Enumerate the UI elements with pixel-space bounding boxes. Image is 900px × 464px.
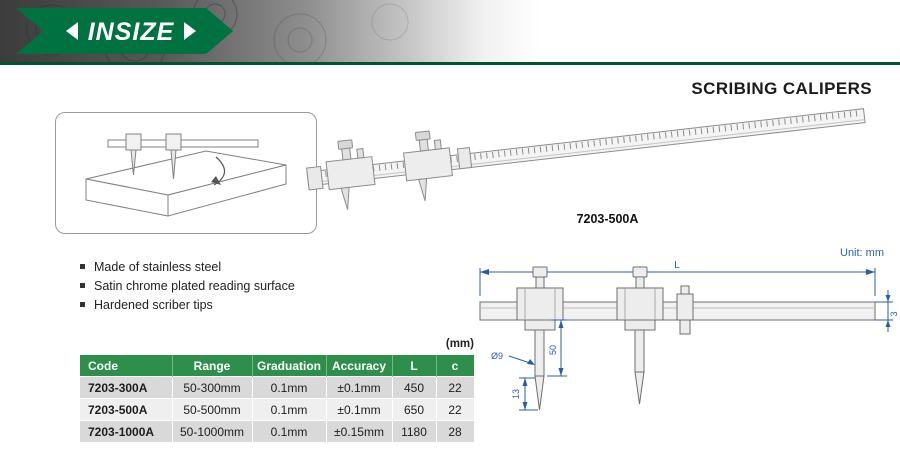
table-cell: 450 (392, 376, 437, 399)
table-cell: 50-500mm (172, 398, 253, 421)
table-cell: 0.1mm (252, 376, 327, 399)
table-header-l: L (392, 355, 437, 377)
table-cell: 0.1mm (252, 420, 327, 442)
table-header-range: Range (172, 355, 253, 377)
technical-diagram: L 3 Ø9 (479, 260, 899, 411)
table-row: 7203-300A 50-300mm 0.1mm ±0.1mm 450 22 (80, 376, 475, 399)
feature-item: Hardened scriber tips (80, 298, 295, 312)
table-cell: ±0.1mm (326, 376, 393, 399)
product-model-label: 7203-500A (576, 212, 639, 226)
table-cell: 7203-300A (80, 376, 173, 399)
dim-length-label: L (674, 260, 680, 271)
table-cell: 28 (436, 420, 475, 442)
table-header-graduation: Graduation (252, 355, 327, 377)
dim-tip-length-label: 13 (511, 389, 521, 399)
logo-ribbon (16, 8, 233, 54)
page-header: INSIZE (0, 0, 900, 62)
dim-thickness-label: 3 (889, 311, 899, 316)
insize-logo: INSIZE (16, 8, 233, 54)
table-cell: 50-1000mm (172, 420, 253, 442)
table-header-code: Code (80, 355, 173, 377)
logo-text: INSIZE (88, 18, 175, 46)
page-title: SCRIBING CALIPERS (691, 79, 872, 98)
table-cell: 22 (436, 398, 475, 421)
table-cell: 50-300mm (172, 376, 253, 399)
table-cell: ±0.1mm (326, 398, 393, 421)
feature-item: Made of stainless steel (80, 260, 295, 274)
features-list: Made of stainless steel Satin chrome pla… (80, 260, 295, 317)
table-cell: 22 (436, 376, 475, 399)
header-divider (0, 62, 900, 65)
feature-item: Satin chrome plated reading surface (80, 279, 295, 293)
table-cell: 7203-500A (80, 398, 173, 421)
arrow-right-icon (184, 22, 196, 40)
isometric-illustration (85, 133, 287, 217)
dim-diameter-label: Ø9 (491, 351, 503, 361)
spec-table: Code Range Graduation Accuracy L c 7203-… (80, 355, 475, 442)
usage-illustration-box (55, 112, 317, 234)
table-cell: 1180 (392, 420, 437, 442)
table-unit-label: (mm) (445, 338, 474, 350)
caliper-product-image (306, 108, 866, 210)
table-header-accuracy: Accuracy (326, 355, 393, 377)
table-cell: ±0.15mm (326, 420, 393, 442)
table-row: 7203-1000A 50-1000mm 0.1mm ±0.15mm 1180 … (80, 420, 475, 442)
table-header-c: c (436, 355, 475, 377)
arrow-left-icon (66, 22, 78, 40)
table-row: 7203-500A 50-500mm 0.1mm ±0.1mm 650 22 (80, 398, 475, 421)
table-cell: 0.1mm (252, 398, 327, 421)
dim-scriber-length-label: 50 (548, 345, 558, 355)
unit-label: Unit: mm (840, 247, 884, 259)
table-header-row: Code Range Graduation Accuracy L c (80, 355, 475, 377)
table-cell: 650 (392, 398, 437, 421)
table-cell: 7203-1000A (80, 420, 173, 442)
